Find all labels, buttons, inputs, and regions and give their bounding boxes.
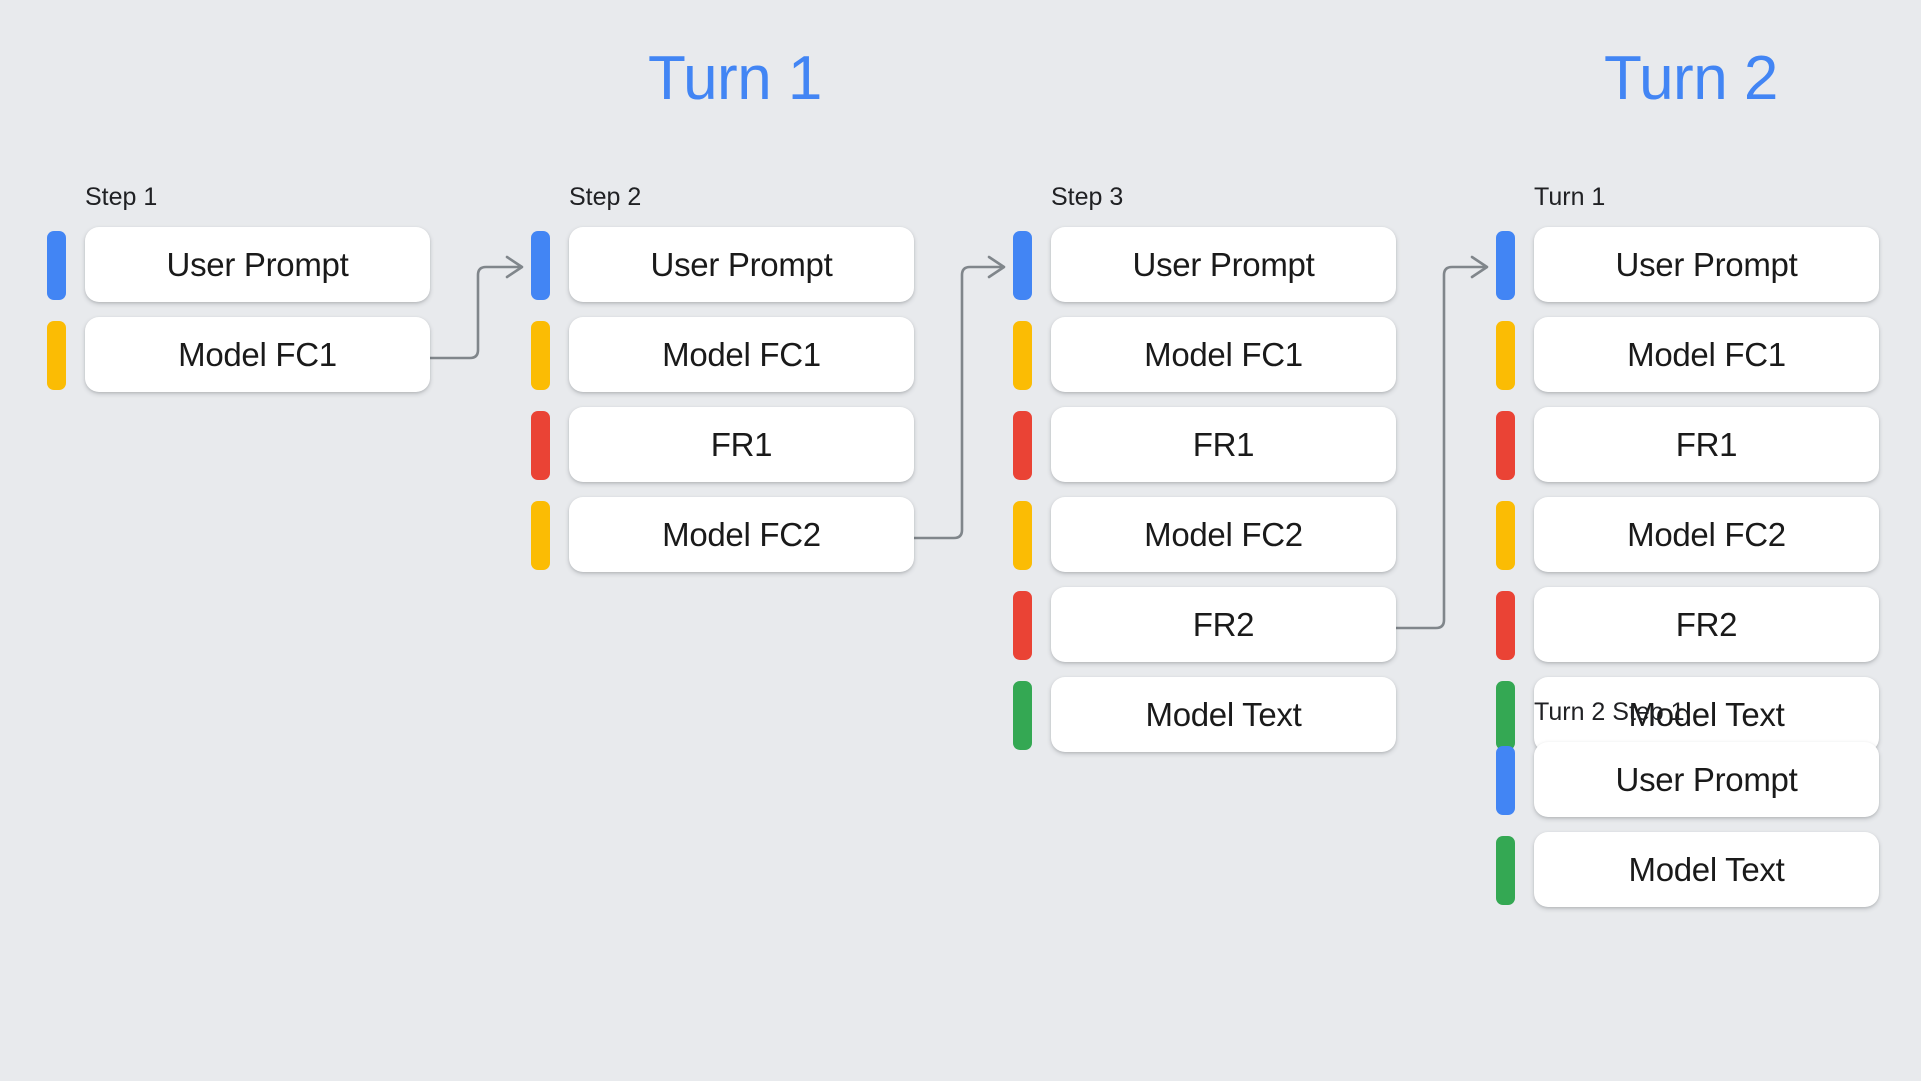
role-color-bar-green (1496, 681, 1515, 750)
message-card[interactable]: User Prompt (569, 227, 914, 302)
message-card[interactable]: FR2 (1051, 587, 1396, 662)
message-card-label: FR1 (1675, 426, 1738, 463)
role-color-bar-yellow (531, 501, 550, 570)
role-color-bar-yellow (1013, 321, 1032, 390)
role-color-bar-yellow (47, 321, 66, 390)
message-card-label: User Prompt (1615, 246, 1798, 283)
role-color-bar-blue (1496, 746, 1515, 815)
message-card-label: FR2 (1192, 606, 1255, 643)
message-card-label: Model Text (1628, 851, 1785, 888)
connector-line (1390, 265, 1487, 630)
column-label-turn-2-turn-1: Turn 1 (1534, 183, 1606, 211)
message-card-label: User Prompt (166, 246, 349, 283)
role-color-bar-red (1013, 591, 1032, 660)
connector-arrow-step1-to-step2 (424, 255, 524, 360)
message-card-label: FR1 (710, 426, 773, 463)
connector-line (424, 265, 522, 360)
message-card[interactable]: User Prompt (85, 227, 430, 302)
message-card-label: User Prompt (1615, 761, 1798, 798)
column-label-step-1: Step 1 (85, 183, 158, 211)
role-color-bar-red (1496, 411, 1515, 480)
message-card-label: User Prompt (1132, 246, 1315, 283)
message-card-label: Model FC1 (1627, 336, 1786, 373)
column-label-step-3: Step 3 (1051, 183, 1124, 211)
message-card[interactable]: Model Text (1051, 677, 1396, 752)
message-card-label: Model FC1 (1144, 336, 1303, 373)
turn-banner-title-1: Turn 1 (648, 44, 822, 113)
column-label-step-2: Step 2 (569, 183, 642, 211)
role-color-bar-blue (47, 231, 66, 300)
message-card[interactable]: FR2 (1534, 587, 1879, 662)
message-card-label: Model FC2 (1627, 516, 1786, 553)
role-color-bar-yellow (531, 321, 550, 390)
message-card-label: Model FC2 (662, 516, 821, 553)
role-color-bar-red (1496, 591, 1515, 660)
connector-arrow-step2-to-step3 (908, 255, 1006, 540)
role-color-bar-red (1013, 411, 1032, 480)
message-card[interactable]: Model Text (1534, 832, 1879, 907)
message-card[interactable]: User Prompt (1534, 742, 1879, 817)
connector-arrowhead (1470, 255, 1489, 279)
message-card[interactable]: Model FC1 (1051, 317, 1396, 392)
role-color-bar-green (1013, 681, 1032, 750)
message-card[interactable]: Model FC1 (1534, 317, 1879, 392)
role-color-bar-blue (1496, 231, 1515, 300)
column-label-turn-2-step-1: Turn 2 Step 1 (1534, 698, 1685, 726)
message-card[interactable]: Model FC2 (1051, 497, 1396, 572)
message-card[interactable]: User Prompt (1534, 227, 1879, 302)
message-card-label: Model FC2 (1144, 516, 1303, 553)
connector-arrowhead (987, 255, 1006, 279)
message-card[interactable]: User Prompt (1051, 227, 1396, 302)
role-color-bar-red (531, 411, 550, 480)
message-card-label: Model FC1 (178, 336, 337, 373)
message-card[interactable]: Model FC1 (85, 317, 430, 392)
role-color-bar-yellow (1013, 501, 1032, 570)
message-card-label: Model FC1 (662, 336, 821, 373)
message-card[interactable]: FR1 (569, 407, 914, 482)
message-card-label: FR2 (1675, 606, 1738, 643)
message-card[interactable]: Model Text (1534, 677, 1879, 752)
connector-arrowhead (505, 255, 524, 279)
role-color-bar-blue (1013, 231, 1032, 300)
role-color-bar-yellow (1496, 501, 1515, 570)
role-color-bar-green (1496, 836, 1515, 905)
message-card[interactable]: FR1 (1051, 407, 1396, 482)
message-card[interactable]: Model FC1 (569, 317, 914, 392)
connector-line (908, 265, 1004, 540)
message-card-label: Model Text (1628, 696, 1785, 733)
message-card-label: User Prompt (650, 246, 833, 283)
message-card[interactable]: Model FC2 (569, 497, 914, 572)
role-color-bar-yellow (1496, 321, 1515, 390)
message-card[interactable]: FR1 (1534, 407, 1879, 482)
message-card-label: Model Text (1145, 696, 1302, 733)
message-card[interactable]: Model FC2 (1534, 497, 1879, 572)
message-card-label: FR1 (1192, 426, 1255, 463)
turn-banner-title-2: Turn 2 (1604, 44, 1778, 113)
connector-arrow-step3-to-turn2 (1390, 255, 1489, 630)
role-color-bar-blue (531, 231, 550, 300)
